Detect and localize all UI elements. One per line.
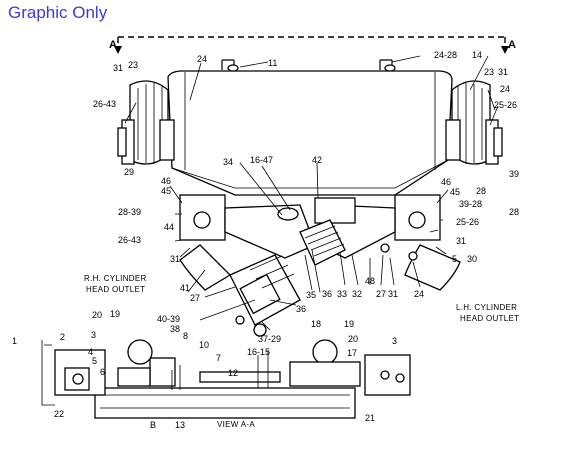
callout-24-lower: 24 [414, 289, 424, 299]
callout-34: 34 [223, 157, 233, 167]
callout-5: 5 [452, 254, 457, 264]
callout-16-15: 16-15 [247, 347, 270, 357]
callouts: 31 23 24 11 24-28 14 23 31 26-43 24 25-2… [12, 50, 519, 430]
callout-2: 2 [60, 332, 65, 342]
section-marker-left: A [109, 39, 117, 51]
callout-20: 20 [92, 310, 102, 320]
callout-46: 46 [161, 176, 171, 186]
section-line-a-a: A A [109, 36, 516, 54]
callout-6: 6 [100, 367, 105, 377]
view-a-a [41, 339, 411, 419]
callout-10: 10 [199, 340, 209, 350]
leader-lines [124, 55, 499, 331]
callout-17: 17 [347, 348, 357, 358]
callout-35: 35 [306, 290, 316, 300]
callout-b: B [150, 420, 156, 430]
callout-31-left: 31 [170, 254, 180, 264]
right-elbow-assembly [445, 80, 503, 165]
callout-12: 12 [228, 368, 238, 378]
callout-21: 21 [365, 413, 375, 423]
callout-31-center: 31 [388, 289, 398, 299]
callout-42: 42 [312, 155, 322, 165]
callout-28-39: 28-39 [118, 207, 141, 217]
callout-18: 18 [311, 319, 321, 329]
callout-3: 3 [91, 330, 96, 340]
callout-4: 4 [88, 347, 93, 357]
cylinder-outlets [179, 243, 461, 291]
graphic-only-title: Graphic Only [8, 3, 108, 22]
callout-28: 28 [476, 186, 486, 196]
outlet-flange [229, 254, 301, 337]
callout-27: 27 [190, 293, 200, 303]
main-housing [167, 59, 453, 196]
callout-38: 38 [170, 324, 180, 334]
callout-14: 14 [472, 50, 482, 60]
callout-19-right: 19 [344, 319, 354, 329]
callout-16-47: 16-47 [250, 155, 273, 165]
callout-45-right: 45 [450, 187, 460, 197]
callout-3-right: 3 [392, 336, 397, 346]
rh-outlet-line1: R.H. CYLINDER [84, 274, 147, 283]
callout-40-39: 40-39 [157, 314, 180, 324]
callout-13: 13 [175, 420, 185, 430]
callout-25-26-right: 25-26 [456, 217, 479, 227]
callout-27-right: 27 [376, 289, 386, 299]
callout-31-right: 31 [498, 67, 508, 77]
callout-36-b: 36 [322, 289, 332, 299]
callout-23: 23 [128, 60, 138, 70]
callout-28-right: 28 [509, 207, 519, 217]
callout-39: 39 [509, 169, 519, 179]
callout-39-28: 39-28 [459, 199, 482, 209]
callout-7: 7 [216, 353, 221, 363]
callout-22: 22 [54, 409, 64, 419]
center-manifold [179, 194, 441, 266]
callout-26-43: 26-43 [93, 99, 116, 109]
lh-outlet-line2: HEAD OUTLET [460, 314, 519, 323]
lh-outlet-line1: L.H. CYLINDER [456, 303, 517, 312]
callout-46-right: 46 [441, 177, 451, 187]
callout-30: 30 [467, 254, 477, 264]
callout-5-lower: 5 [92, 356, 97, 366]
callout-26-43-lower: 26-43 [118, 235, 141, 245]
callout-8: 8 [183, 331, 188, 341]
callout-25-26: 25-26 [494, 100, 517, 110]
rh-outlet-line2: HEAD OUTLET [86, 285, 145, 294]
callout-41: 41 [180, 283, 190, 293]
callout-29: 29 [124, 167, 134, 177]
callout-20-right: 20 [348, 334, 358, 344]
callout-32: 32 [352, 289, 362, 299]
callout-48: 48 [365, 276, 375, 286]
callout-23-right: 23 [484, 67, 494, 77]
callout-45: 45 [161, 186, 171, 196]
left-elbow-assembly [117, 80, 175, 165]
callout-24-right: 24 [500, 84, 510, 94]
callout-33: 33 [337, 289, 347, 299]
callout-11: 11 [268, 58, 277, 68]
callout-31: 31 [113, 63, 123, 73]
view-a-a-label: VIEW A-A [217, 420, 255, 429]
callout-19: 19 [110, 309, 120, 319]
callout-1: 1 [12, 336, 17, 346]
section-marker-right: A [508, 39, 516, 51]
callout-44: 44 [164, 222, 174, 232]
callout-24-28: 24-28 [434, 50, 457, 60]
callout-37-29: 37-29 [258, 334, 281, 344]
callout-36: 36 [296, 304, 306, 314]
callout-24: 24 [197, 54, 207, 64]
callout-31-right-lower: 31 [456, 236, 466, 246]
